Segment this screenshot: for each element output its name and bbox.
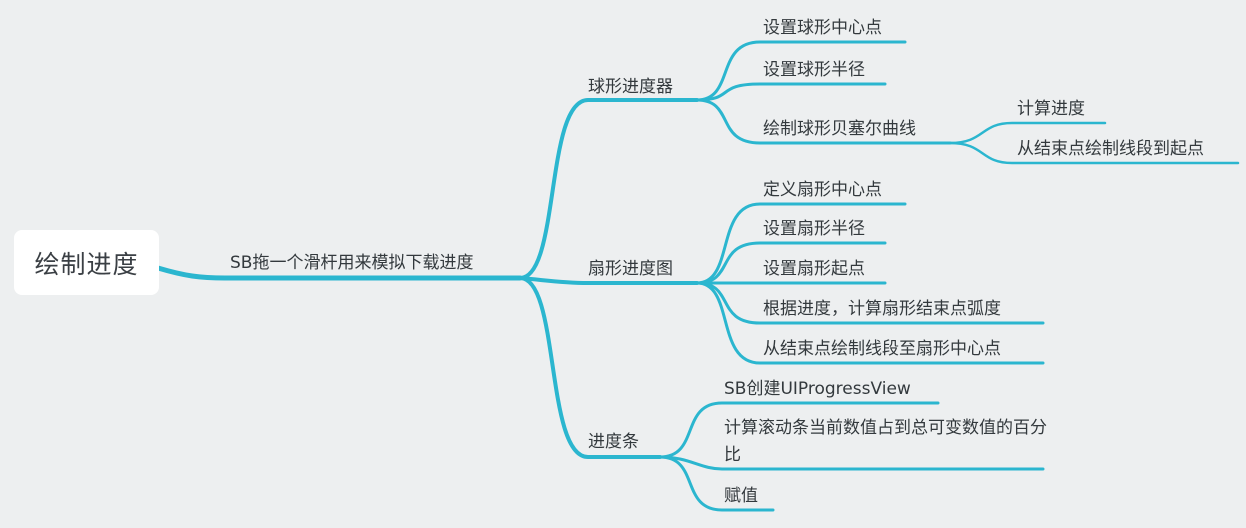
link-sphere-item-3 [695,98,952,145]
link-sector-item-2 [695,241,887,285]
branch-label[interactable]: SB拖一个滑杆用来模拟下载进度 [230,253,474,273]
link-sphere-sub-1 [948,121,1107,145]
bar-item-percent[interactable]: 计算滚动条当前数值占到总可变数值的百分比 [724,418,1047,465]
link-sphere-item-2 [695,82,887,102]
link-sector-item-5 [695,281,1045,365]
bar-item-create[interactable]: SB创建UIProgressView [724,379,911,399]
group-bar-label[interactable]: 进度条 [588,432,639,452]
sphere-item-center[interactable]: 设置球形中心点 [763,18,882,38]
sphere-sub-line[interactable]: 从结束点绘制线段到起点 [1017,139,1204,159]
sphere-sub-progress[interactable]: 计算进度 [1017,99,1085,119]
link-sector-item-1 [695,202,907,285]
link-branch-sphere [518,98,699,280]
group-sector-label[interactable]: 扇形进度图 [588,259,673,279]
group-sphere-label[interactable]: 球形进度器 [588,77,673,97]
root-node[interactable]: 绘制进度 [14,230,159,295]
sphere-item-radius[interactable]: 设置球形半径 [763,60,865,80]
sector-item-arc[interactable]: 根据进度，计算扇形结束点弧度 [763,299,1001,319]
sector-item-radius[interactable]: 设置扇形半径 [763,219,865,239]
link-root-branch [155,265,523,281]
link-bar-item-1 [658,401,940,459]
sector-item-center[interactable]: 定义扇形中心点 [763,180,882,200]
link-bar-item-3 [658,455,775,512]
sphere-item-bezier[interactable]: 绘制球形贝塞尔曲线 [763,119,916,139]
link-sphere-sub-2 [948,141,1240,165]
link-sphere-item-1 [695,40,907,102]
root-label: 绘制进度 [34,249,139,279]
bar-item-assign[interactable]: 赋值 [724,486,758,506]
sector-item-line[interactable]: 从结束点绘制线段至扇形中心点 [763,339,1001,359]
sector-item-start[interactable]: 设置扇形起点 [763,259,865,279]
link-branch-bar [518,276,662,459]
